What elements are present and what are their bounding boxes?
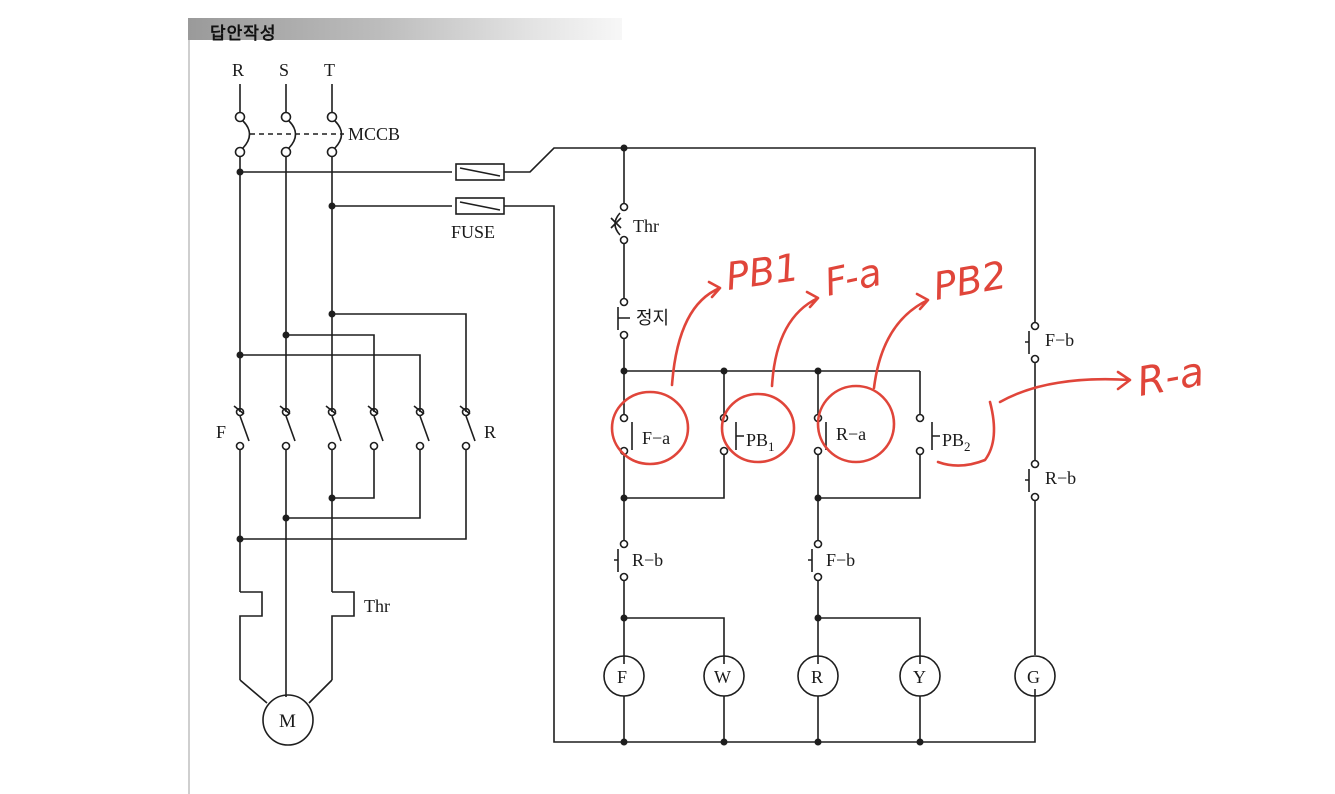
svg-text:Y: Y — [913, 667, 926, 687]
circle-mark-ra — [816, 384, 896, 464]
fuse-label: FUSE — [451, 222, 495, 242]
bracket-mark-pb2 — [936, 400, 996, 467]
thermal-relay: Thr — [239, 591, 390, 680]
arrow-to-pb2 — [872, 292, 930, 390]
motor: M — [239, 679, 333, 746]
forward-aux-label: F−a — [642, 428, 670, 448]
circle-mark-fa — [610, 390, 690, 466]
arrow-to-ra — [998, 370, 1132, 404]
arrow-to-fa — [770, 290, 820, 388]
svg-text:G: G — [1027, 667, 1040, 687]
circle-mark-pb1 — [720, 392, 796, 464]
phase-label-r: R — [232, 60, 244, 80]
load-w: W — [703, 655, 745, 742]
margin-rule — [188, 40, 190, 794]
phase-label-s: S — [279, 60, 289, 80]
lamp-g-contact-1-label: F−b — [1045, 330, 1074, 350]
pb2-label: PB2 — [942, 430, 971, 454]
power-circuit: R S T MCCB FUSE — [216, 60, 505, 746]
stop-button-label: 정지 — [636, 308, 669, 328]
load-y: Y — [899, 655, 941, 742]
note-ra: R-a — [1134, 349, 1208, 406]
load-f: F — [603, 655, 645, 742]
mccb: MCCB — [234, 84, 400, 158]
thr-contact-label: Thr — [633, 216, 659, 236]
note-fa: F-a — [821, 250, 886, 305]
page-title: 답안작성 — [210, 24, 277, 44]
fuse: FUSE — [451, 163, 505, 242]
arrow-to-pb1 — [670, 280, 722, 387]
motor-label: M — [279, 711, 296, 732]
note-pb2: PB2 — [930, 253, 1010, 309]
load-g: G — [1014, 655, 1056, 697]
load-r: R — [797, 655, 839, 742]
contactor-contacts — [233, 405, 476, 451]
phase-label-t: T — [324, 60, 335, 80]
svg-text:F: F — [617, 667, 627, 687]
lamp-g-contact-2-label: R−b — [1045, 468, 1076, 488]
thermal-relay-label: Thr — [364, 596, 390, 616]
interlock-reverse-label: F−b — [826, 550, 855, 570]
note-pb1: PB1 — [723, 245, 802, 299]
reverse-aux-label: R−a — [836, 424, 866, 444]
svg-text:R: R — [811, 667, 823, 687]
reverse-contactor-label: R — [484, 422, 496, 442]
control-circuit: Thr 정지 F−a PB1 — [504, 144, 1076, 746]
mccb-label: MCCB — [348, 124, 400, 144]
svg-text:W: W — [714, 667, 731, 687]
header-bar — [188, 18, 622, 40]
interlock-forward-label: R−b — [632, 550, 663, 570]
forward-contactor-label: F — [216, 422, 226, 442]
handwritten-annotations: PB1 F-a PB2 R-a — [610, 245, 1208, 467]
pb1-label: PB1 — [746, 430, 775, 454]
